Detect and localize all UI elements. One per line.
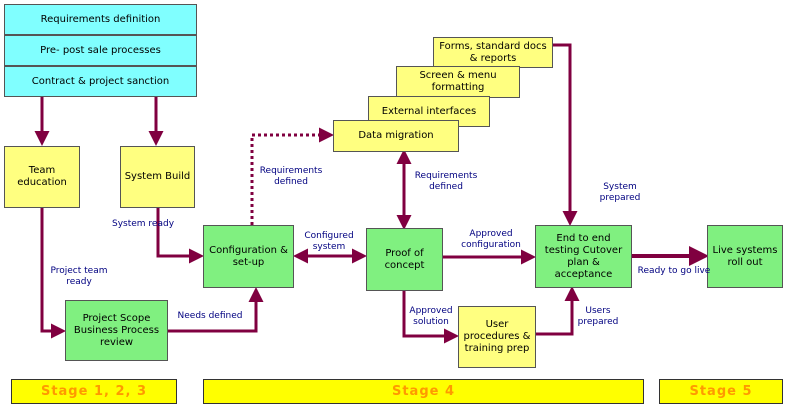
requirements-definition-label: Requirements definition [40,13,161,25]
approved-configuration-label: Approved configuration [461,229,521,250]
end-to-end-testing-box: End to end testing Cutover plan & accept… [535,225,632,288]
forms-reports-label: Forms, standard docs & reports [439,40,547,64]
team-education-label: Team education [17,165,67,188]
screen-menu-box: Screen & menu formatting [396,66,520,98]
requirements-defined-right-label: Requirements defined [414,171,478,192]
arrow-system-build-to-config [156,208,204,264]
configured-system-label: Configured system [304,231,354,252]
arrow-project-scope-to-config [168,287,264,333]
forms-reports-box: Forms, standard docs & reports [433,37,553,68]
arrow-user-procedures-to-end-to-end [536,286,580,336]
team-education-box: Team education [4,146,80,208]
user-procedures-box: User procedures & training prep [458,306,536,368]
system-build-label: System Build [124,171,191,182]
arrow-proof-to-user-procedures [402,291,459,344]
user-procedures-label: User procedures & training prep [463,319,531,354]
contract-sanction-label: Contract & project sanction [31,75,170,87]
live-systems-box: Live systems roll out [707,225,783,288]
project-scope-box: Project Scope Business Process review [65,300,168,361]
system-prepared-label: System prepared [599,182,641,203]
arrow-team-to-project-scope [40,208,66,339]
proof-of-concept-label: Proof of concept [384,247,425,271]
system-build-box: System Build [120,146,195,208]
data-migration-label: Data migration [358,130,434,141]
requirements-defined-left-label: Requirements defined [259,166,323,187]
project-team-ready-label: Project team ready [50,266,108,287]
stage-1-2-3-label: Stage 1, 2, 3 [40,384,148,399]
data-migration-box: Data migration [333,120,459,152]
live-systems-label: Live systems roll out [712,244,778,268]
proof-of-concept-box: Proof of concept [366,228,443,291]
system-ready-label: System ready [112,219,175,229]
stage-5-bar: Stage 5 [659,379,783,404]
contract-sanction-box: Contract & project sanction [4,66,197,97]
project-scope-label: Project Scope Business Process review [73,312,160,348]
needs-defined-label: Needs defined [177,311,243,321]
screen-menu-label: Screen & menu formatting [419,70,497,93]
ready-to-go-live-label: Ready to go live [637,266,711,276]
approved-solution-label: Approved solution [409,306,453,327]
arrow-config-to-data-migration-dotted [250,127,334,225]
configuration-label: Configuration & set-up [209,244,288,268]
requirements-definition-box: Requirements definition [4,4,197,35]
end-to-end-testing-label: End to end testing Cutover plan & accept… [544,232,623,280]
stage-4-label: Stage 4 [391,384,456,399]
pre-post-sale-box: Pre- post sale processes [4,35,197,66]
stage-1-2-3-bar: Stage 1, 2, 3 [11,379,177,404]
stage-5-label: Stage 5 [689,384,753,399]
stage-4-bar: Stage 4 [203,379,644,404]
pre-post-sale-label: Pre- post sale processes [40,44,161,56]
external-interfaces-label: External interfaces [381,105,477,117]
configuration-box: Configuration & set-up [203,225,294,288]
arrow-forms-to-end-to-end [553,43,578,226]
users-prepared-label: Users prepared [577,306,619,327]
